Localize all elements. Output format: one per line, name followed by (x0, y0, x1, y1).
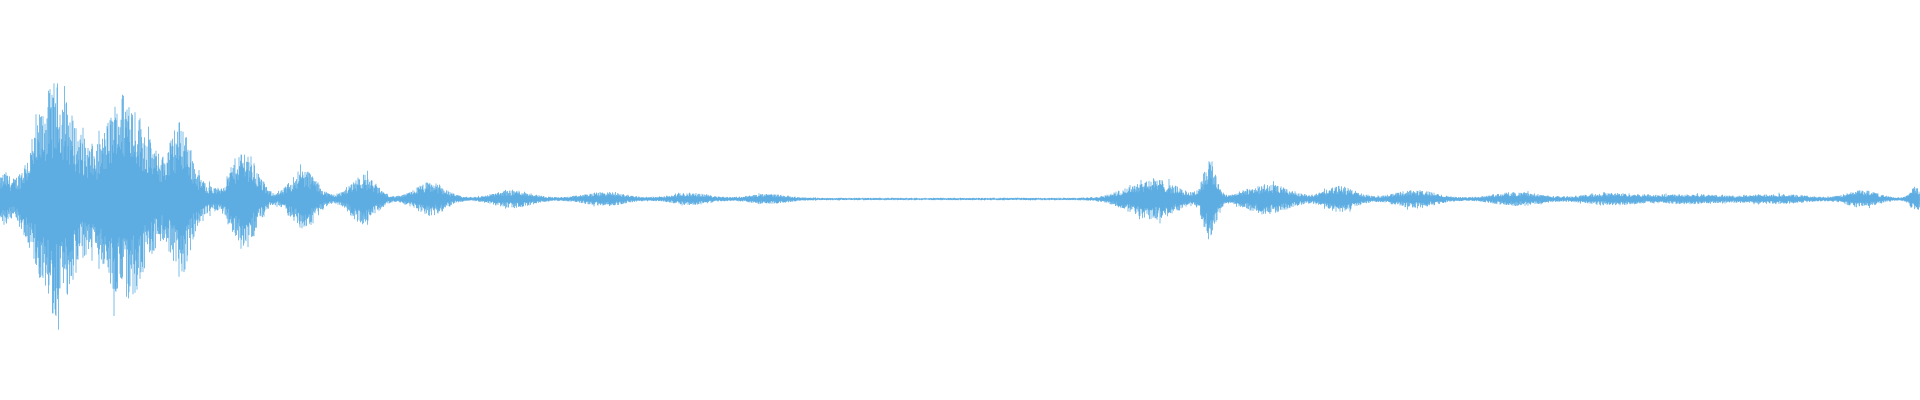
waveform-amplitude-trace (0, 83, 1920, 330)
waveform-samples (0, 83, 1920, 330)
